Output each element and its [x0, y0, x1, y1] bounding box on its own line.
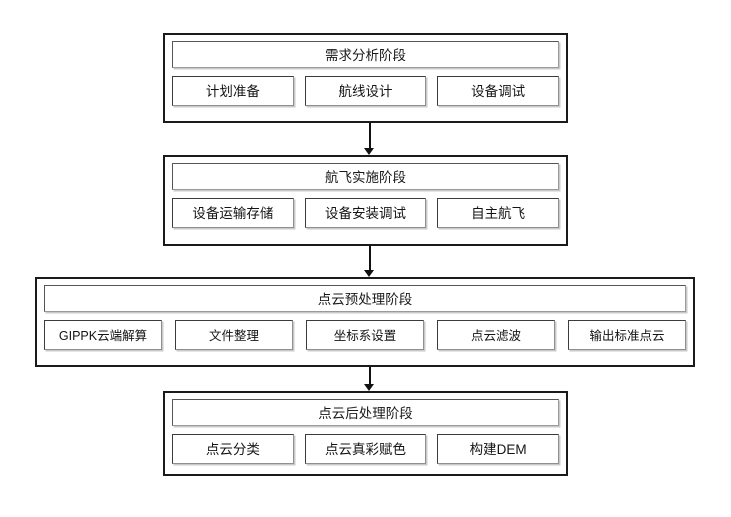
stage-step-row: GIPPK云端解算 文件整理 坐标系设置 点云滤波 输出标准点云: [44, 320, 686, 350]
step-box[interactable]: 设备安装调试: [304, 198, 427, 228]
stage-block-requirement-analysis[interactable]: 需求分析阶段 计划准备 航线设计 设备调试: [163, 33, 568, 123]
stage-title: 点云预处理阶段: [44, 285, 686, 312]
step-box[interactable]: 点云真彩赋色: [304, 434, 427, 464]
step-box[interactable]: 输出标准点云: [568, 320, 686, 350]
stage-step-row: 设备运输存储 设备安装调试 自主航飞: [172, 198, 560, 228]
step-box[interactable]: 航线设计: [304, 76, 427, 106]
step-box[interactable]: 文件整理: [175, 320, 293, 350]
stage-block-flight-execution[interactable]: 航飞实施阶段 设备运输存储 设备安装调试 自主航飞: [163, 155, 568, 246]
connector-line: [369, 246, 371, 270]
connector-arrow-stage1-stage2: [364, 123, 375, 155]
stage-step-row: 点云分类 点云真彩赋色 构建DEM: [172, 434, 560, 464]
step-box[interactable]: 设备调试: [437, 76, 560, 106]
step-box[interactable]: 点云分类: [172, 434, 294, 464]
stage-title: 点云后处理阶段: [172, 399, 559, 426]
stage-block-pointcloud-preprocessing[interactable]: 点云预处理阶段 GIPPK云端解算 文件整理 坐标系设置 点云滤波 输出标准点云: [35, 277, 695, 367]
arrow-down-icon: [364, 384, 374, 391]
connector-arrow-stage3-stage4: [364, 367, 375, 391]
arrow-down-icon: [364, 270, 374, 277]
step-box[interactable]: 设备运输存储: [172, 198, 294, 228]
arrow-down-icon: [364, 148, 374, 155]
connector-arrow-stage2-stage3: [364, 246, 375, 277]
step-box[interactable]: 自主航飞: [437, 198, 560, 228]
step-box[interactable]: 计划准备: [172, 76, 294, 106]
stage-title: 航飞实施阶段: [172, 163, 559, 190]
step-box[interactable]: 点云滤波: [437, 320, 555, 350]
step-box[interactable]: 构建DEM: [437, 434, 560, 464]
stage-block-pointcloud-postprocessing[interactable]: 点云后处理阶段 点云分类 点云真彩赋色 构建DEM: [163, 391, 568, 476]
connector-line: [369, 367, 371, 384]
stage-step-row: 计划准备 航线设计 设备调试: [172, 76, 560, 106]
step-box[interactable]: 坐标系设置: [306, 320, 424, 350]
step-box[interactable]: GIPPK云端解算: [44, 320, 162, 350]
connector-line: [369, 123, 371, 148]
stage-title: 需求分析阶段: [172, 41, 559, 68]
